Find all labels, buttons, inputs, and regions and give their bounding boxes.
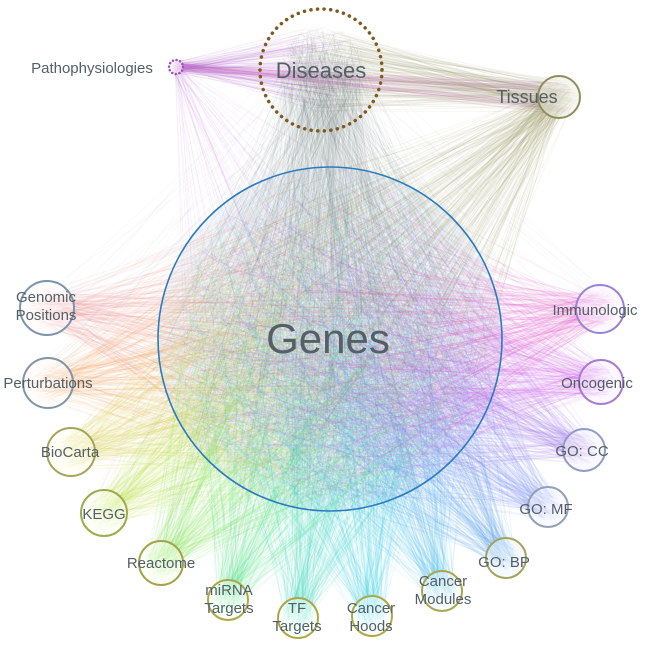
edges-go-bp-to-genes (169, 182, 521, 572)
node-reactome[interactable] (138, 540, 184, 586)
edges-tissues-to-genes (171, 81, 574, 497)
edge-layer (28, 26, 619, 632)
edges-diseases-to-genomic-positions (28, 31, 358, 319)
node-biocarta[interactable] (46, 427, 96, 477)
edges-diseases-to-tf-targets (291, 33, 346, 621)
label-go-mf: GO: MF (519, 501, 572, 518)
label-go-cc: GO: CC (555, 443, 609, 460)
edges-diseases-to-pathophysiologies (170, 26, 359, 112)
edges-go-cc-to-genes (166, 183, 599, 501)
node-go-bp[interactable] (485, 537, 527, 579)
edges-biocarta-to-genes (54, 178, 489, 487)
node-tissues[interactable] (537, 75, 581, 119)
node-oncogenic[interactable] (578, 359, 624, 405)
label-diseases: Diseases (276, 58, 366, 83)
edges-pathophysiologies-to-tissues (171, 62, 577, 115)
edges-perturbations-to-genes (30, 179, 492, 498)
label-tissues: Tissues (496, 87, 557, 107)
node-pathophysiologies[interactable] (167, 58, 185, 76)
edges-diseases-to-perturbations (29, 27, 342, 393)
node-mirna-targets[interactable] (207, 579, 249, 621)
node-layer (19, 7, 625, 639)
edges-pathophysiologies-to-genes (171, 62, 471, 491)
node-tf-targets[interactable] (277, 597, 319, 639)
edges-diseases-to-kegg (85, 34, 355, 532)
node-cancer-hoods[interactable] (351, 595, 393, 637)
label-go-bp: GO: BP (478, 554, 530, 571)
edges-tf-targets-to-genes (177, 178, 475, 632)
edges-oncogenic-to-genes (172, 178, 616, 496)
node-perturbations[interactable] (22, 357, 74, 409)
edges-diseases-to-immunologic (284, 48, 619, 320)
edges-diseases-to-go-bp (279, 46, 519, 574)
edges-genomic-positions-to-genes (28, 186, 485, 503)
label-reactome: Reactome (127, 555, 195, 572)
node-genomic-positions[interactable] (19, 280, 75, 336)
label-oncogenic: Oncogenic (561, 375, 633, 392)
node-cancer-modules[interactable] (421, 570, 463, 612)
edges-diseases-to-tissues (278, 28, 577, 114)
node-fill-layer (158, 167, 502, 511)
label-genes: Genes (266, 315, 390, 362)
label-pathophysiologies: Pathophysiologies (31, 60, 153, 77)
node-genes[interactable] (157, 166, 503, 512)
node-diseases[interactable] (258, 7, 384, 133)
edges-reactome-to-genes (145, 177, 490, 579)
label-perturbations: Perturbations (3, 375, 92, 392)
node-immunologic[interactable] (575, 284, 625, 334)
label-kegg: KEGG (82, 506, 125, 523)
edges-diseases-to-reactome (144, 43, 347, 576)
edges-cancer-modules-to-genes (169, 184, 489, 605)
label-biocarta: BioCarta (41, 444, 100, 461)
node-go-cc[interactable] (562, 428, 606, 472)
edges-immunologic-to-genes (171, 180, 616, 490)
edges-go-mf-to-genes (167, 182, 563, 521)
node-go-mf[interactable] (527, 486, 569, 528)
edges-cancer-hoods-to-genes (169, 178, 476, 631)
genes-disk-tint (158, 167, 502, 511)
label-immunologic: Immunologic (552, 302, 638, 319)
edges-diseases-to-genes (166, 28, 488, 498)
label-layer: Genes Diseases PathophysiologiesTissuesGen… (3, 58, 638, 635)
edges-diseases-to-mirna-targets (217, 40, 361, 617)
edges-kegg-to-genes (87, 183, 485, 530)
node-kegg[interactable] (80, 489, 128, 537)
